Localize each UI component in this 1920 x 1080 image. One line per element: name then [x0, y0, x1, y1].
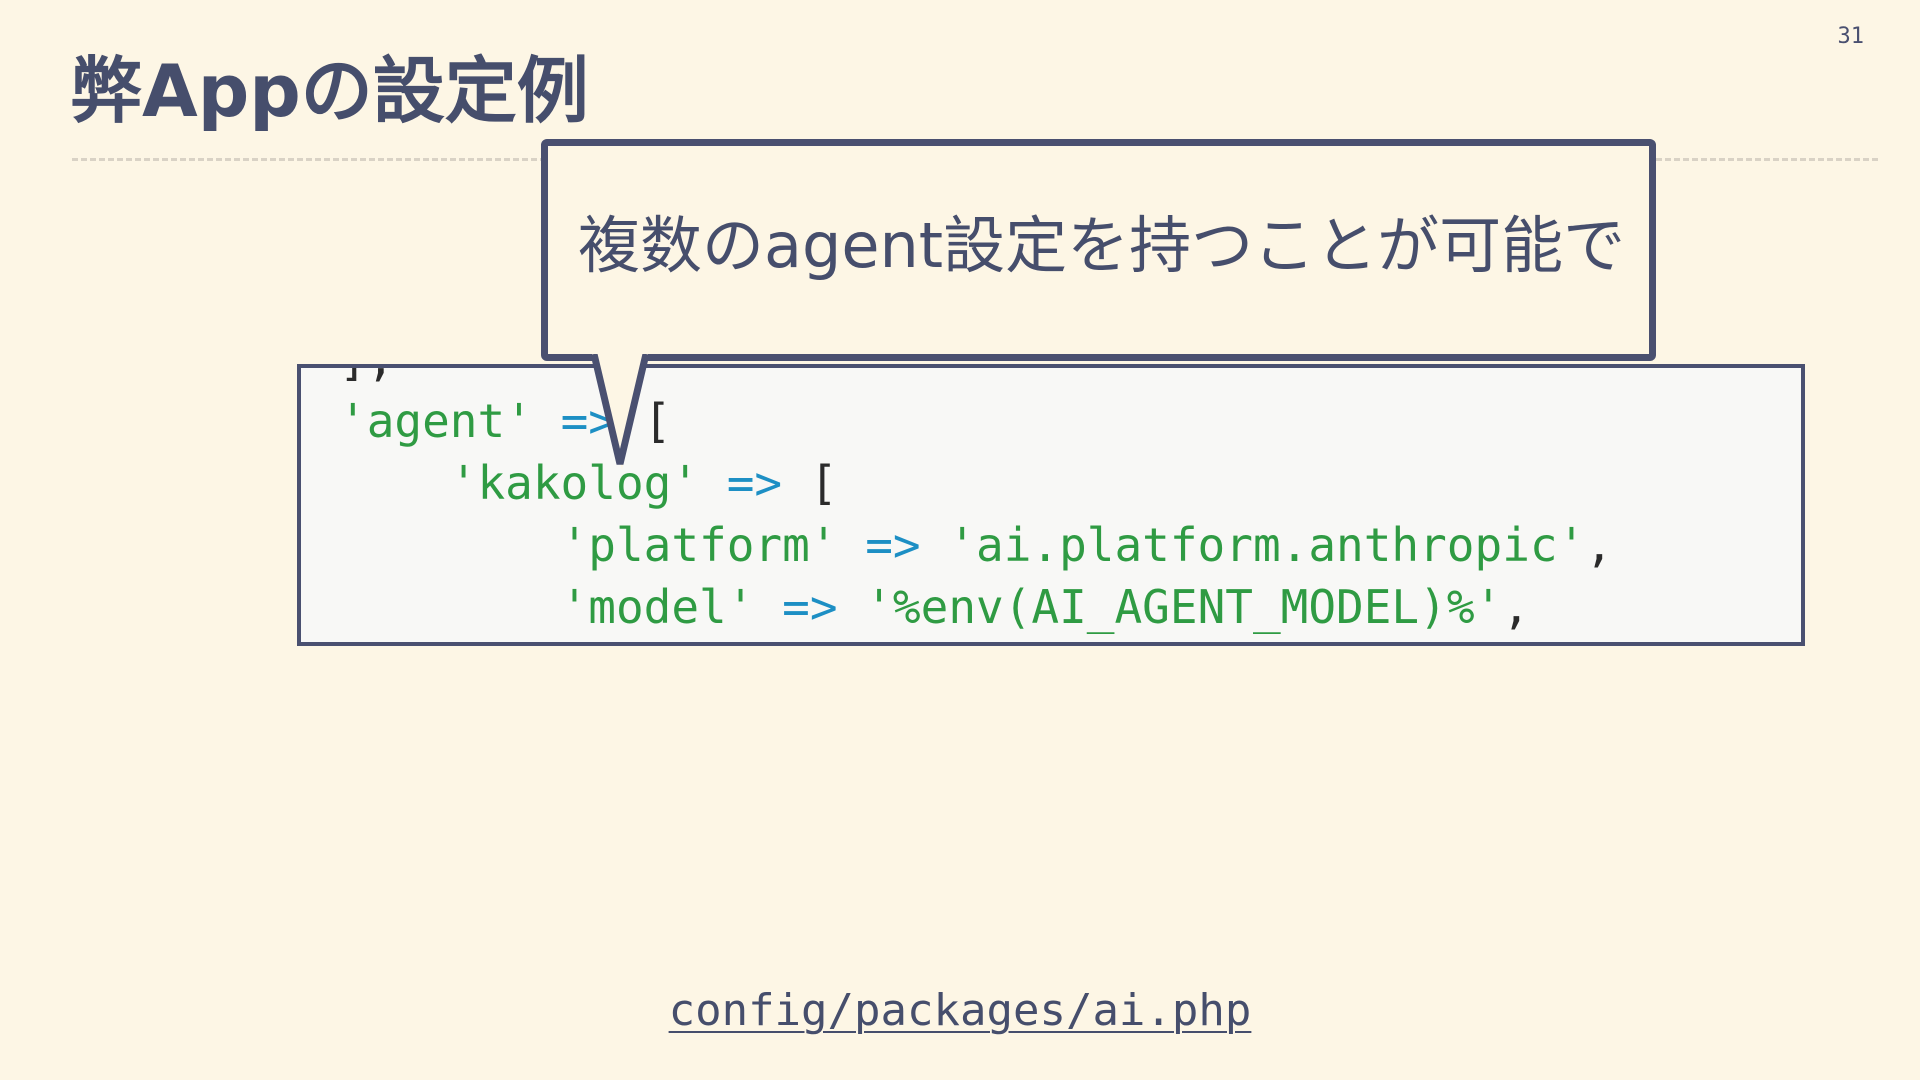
- code-token: [339, 518, 561, 572]
- code-token: 'model': [560, 580, 755, 634]
- slide-title: 弊Appの設定例: [70, 49, 589, 133]
- source-file-link[interactable]: config/packages/ai.php: [668, 985, 1252, 1036]
- code-token: 'kakolog': [449, 456, 700, 510]
- code-token: ,: [1585, 518, 1613, 572]
- code-token: '%env(AI_AGENT_MODEL)%': [865, 580, 1503, 634]
- speech-bubble-text: 複数のagent設定を持つことが可能で: [578, 209, 1626, 282]
- code-line: 'kakolog' => [: [339, 452, 1613, 514]
- slide-number: 31: [1837, 24, 1865, 49]
- code-token: ],: [339, 368, 394, 386]
- code-token: 'platform': [560, 518, 838, 572]
- code-token: 'agent': [339, 394, 533, 448]
- code-token: =>: [865, 518, 921, 572]
- code-token: [: [782, 456, 838, 510]
- code-token: ,: [1502, 580, 1530, 634]
- speech-bubble: 複数のagent設定を持つことが可能で: [541, 139, 1656, 361]
- code-token: [533, 394, 561, 448]
- code-token: 'ai.platform.anthropic': [948, 518, 1586, 572]
- code-token: [: [615, 394, 672, 448]
- code-line: 'agent' => [: [339, 390, 1613, 452]
- code-line: 'platform' => 'ai.platform.anthropic',: [339, 514, 1613, 576]
- speech-bubble-tail: [590, 354, 650, 470]
- code-snippet: ], 'agent' => [ 'kakolog' => [ 'platform'…: [297, 364, 1805, 646]
- code-token: [921, 518, 949, 572]
- code-token: [699, 456, 727, 510]
- code-token: [838, 518, 866, 572]
- code-lines: ], 'agent' => [ 'kakolog' => [ 'platform'…: [339, 368, 1613, 638]
- code-token: [838, 580, 866, 634]
- code-line: ],: [339, 368, 1613, 390]
- code-token: [339, 456, 450, 510]
- code-token: [754, 580, 782, 634]
- code-token: =>: [726, 456, 783, 510]
- code-token: [339, 580, 561, 634]
- code-token: =>: [782, 580, 838, 634]
- code-line: 'model' => '%env(AI_AGENT_MODEL)%',: [339, 576, 1613, 638]
